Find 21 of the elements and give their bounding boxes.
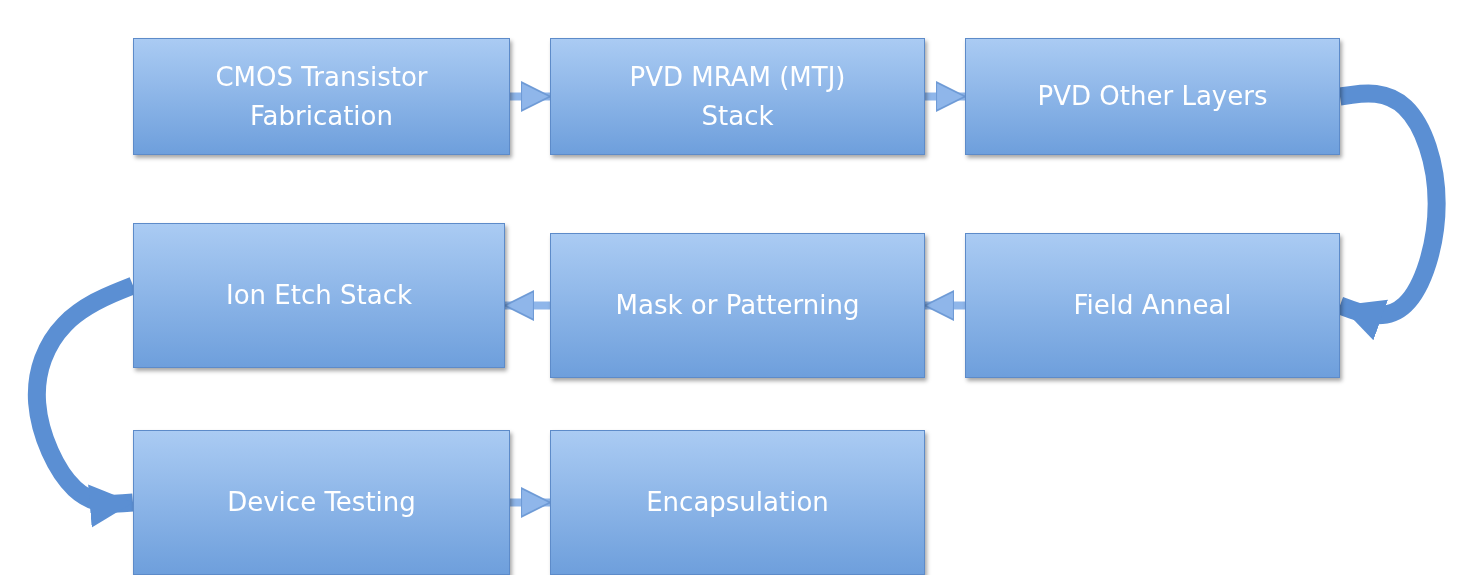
step-label: Ion Etch Stack [225,279,413,312]
process-box [133,38,510,155]
process-box [550,233,925,378]
process-box [133,430,510,575]
step-label: Field Anneal [1072,289,1233,322]
process-box [550,38,925,155]
step-label: CMOS Transistor Fabrication [214,60,429,133]
step-label: PVD MRAM (MTJ) Stack [628,60,847,133]
process-box [965,38,1340,155]
block-arrow [504,290,550,321]
block-arrow [510,81,551,112]
process-box [133,223,505,368]
process-box [965,233,1340,378]
step-label: PVD Other Layers [1036,80,1269,113]
step-label: Device Testing [226,486,417,519]
block-arrow [924,290,965,321]
step-label: Encapsulation [645,486,830,519]
block-arrow [510,487,551,518]
block-arrow [925,81,966,112]
step-label: Mask or Patterning [614,289,861,322]
process-box [550,430,925,575]
